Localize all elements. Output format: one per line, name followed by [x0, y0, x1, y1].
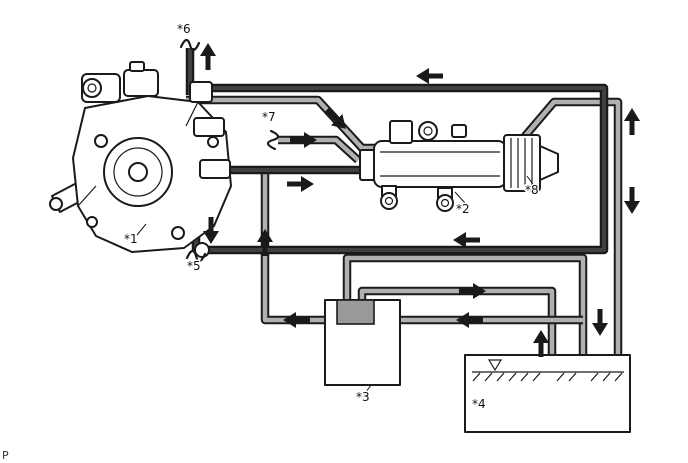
- unit-body-lines: [380, 151, 500, 177]
- pump-top-cylinder-left-cap: [82, 78, 102, 98]
- pump-shaft-end: [49, 197, 63, 211]
- unit-top-small-fitting: [451, 124, 467, 138]
- flow-arrow-right: [459, 283, 486, 299]
- diagram-label-3: *3: [356, 390, 370, 404]
- pump-bolt-3: [171, 226, 185, 240]
- flow-arrow-left: [283, 312, 310, 328]
- diagram-label-2: *2: [456, 202, 470, 216]
- fuel-level-symbol: [487, 359, 503, 372]
- label-leader-3: [365, 384, 372, 393]
- label-leader-1: [136, 223, 147, 236]
- flow-arrow-left: [453, 232, 480, 248]
- pump-flange-mid: [113, 147, 163, 197]
- pipe-gray-box-right-stub-to-tank: [357, 286, 557, 405]
- unit-top-fitting: [389, 120, 413, 144]
- flow-arrow-up: [624, 108, 640, 135]
- pipe-break-squiggles-layer: [179, 38, 280, 263]
- flow-arrows-layer: [200, 43, 640, 357]
- pump-bolt-2: [86, 216, 98, 228]
- flow-arrow-down-right: [325, 108, 346, 129]
- diagram-label-5: *5: [187, 259, 201, 273]
- flow-arrow-down: [592, 309, 608, 336]
- fuel-tank-outline: [464, 354, 631, 433]
- pump-bolt-1: [94, 134, 108, 148]
- pipe-break-squiggle: [266, 129, 280, 151]
- unit-right-cap-ribs: [510, 138, 533, 188]
- diagram-label-4: *4: [472, 397, 486, 411]
- supply-pump-assembly: [49, 61, 232, 258]
- pump-right-fitting-upper: [193, 117, 225, 137]
- pipe-break-squiggle: [179, 38, 201, 52]
- unit-top-port-center: [423, 126, 433, 136]
- diagram-label-8: *8: [525, 183, 539, 197]
- flow-arrow-up: [200, 43, 216, 70]
- pump-bolt-4: [207, 136, 219, 148]
- fuel-box-inner-block: [336, 299, 375, 325]
- injection-unit: [359, 120, 559, 212]
- labels-layer: *1 *2 *3 *4 *5 *6 *7 *8: [123, 21, 541, 413]
- pipe-gray-rail-to-tank: [516, 97, 623, 412]
- flow-arrow-right: [287, 176, 314, 192]
- pump-body-detail: [77, 101, 199, 207]
- unit-top-port: [418, 121, 438, 141]
- pump-lower-port: [194, 242, 210, 258]
- unit-ear-2: [436, 194, 454, 212]
- pipe-gray-box-left-stub-to-tank: [342, 253, 588, 412]
- pump-top-cylinder-left-center: [87, 83, 97, 93]
- pipe-gray-7: [278, 135, 361, 164]
- unit-ear-1: [380, 192, 398, 210]
- fuel-tank: [464, 354, 631, 433]
- pump-top-cylinder-right: [123, 69, 159, 97]
- flow-arrow-up: [257, 229, 273, 256]
- label-leader-8: [526, 175, 536, 188]
- fuel-box: [324, 299, 401, 386]
- flow-arrow-up: [533, 330, 549, 357]
- pump-top-nipple: [129, 61, 145, 72]
- pipe-black-top-return: [200, 83, 609, 255]
- label-leader-2: [454, 191, 466, 204]
- page-corner-mark: P: [2, 449, 9, 462]
- diagram-label-7: *7: [262, 110, 276, 124]
- pump-top-right-fitting: [189, 81, 213, 103]
- diagram-label-6: *6: [177, 22, 191, 36]
- pipe-break-squiggle: [185, 249, 207, 263]
- fuel-level-hatching: [472, 372, 623, 382]
- unit-right-cone: [539, 145, 559, 181]
- flow-arrow-right: [290, 132, 317, 148]
- flow-arrow-down: [203, 217, 219, 244]
- unit-body: [373, 140, 507, 188]
- flow-arrow-down: [624, 187, 640, 214]
- flow-arrow-left: [456, 312, 483, 328]
- unit-ear-1-hole: [384, 196, 394, 206]
- unit-ear-2-hole: [440, 198, 450, 208]
- pump-right-fitting-lower: [199, 159, 231, 179]
- pump-hub: [128, 162, 148, 182]
- diagram-label-1: *1: [124, 232, 138, 246]
- flow-arrow-left: [416, 68, 443, 84]
